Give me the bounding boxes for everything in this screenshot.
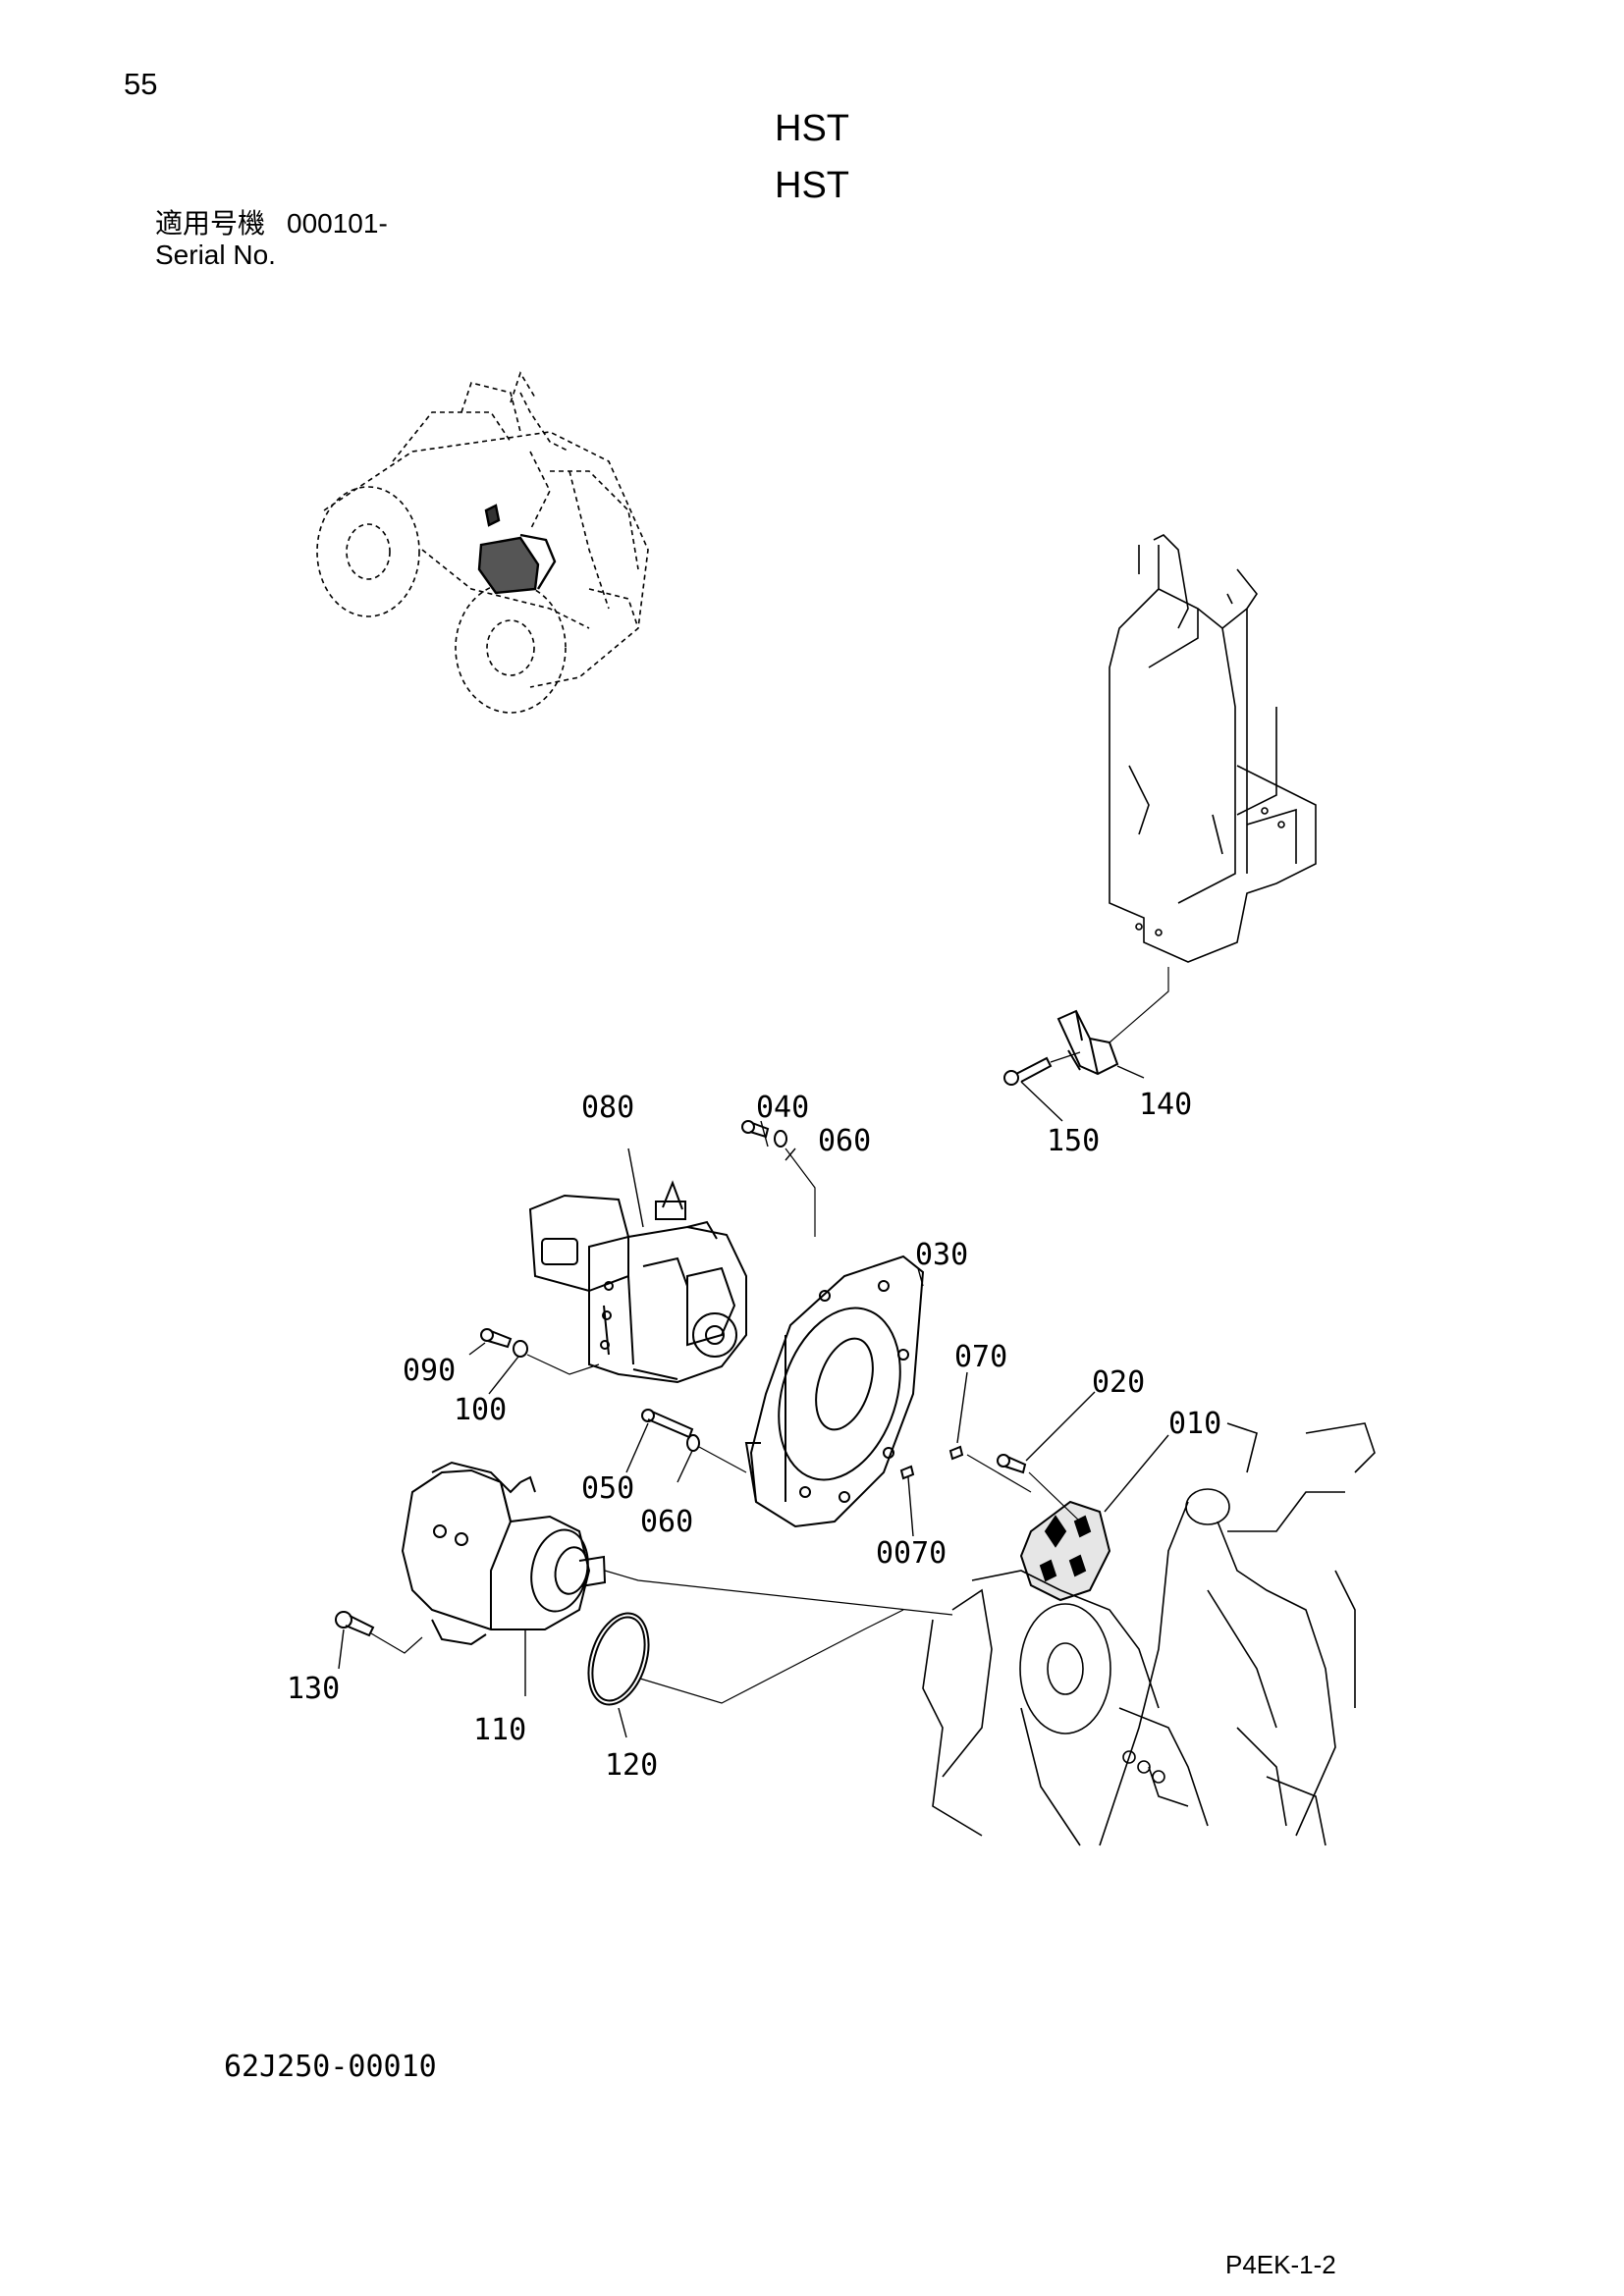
callout-100: 100 [454, 1393, 507, 1427]
serial-label-jp: 適用号機 000101- [155, 202, 388, 241]
callout-050: 050 [581, 1471, 634, 1506]
serial-label-en: Serial No. [155, 240, 276, 270]
part-0070-pin [899, 1465, 915, 1480]
page-title: HST [775, 108, 849, 149]
callout-060-top: 060 [818, 1124, 871, 1158]
part-040-bolt [741, 1120, 770, 1139]
part-120-oring [587, 1612, 650, 1706]
callout-leaders [338, 1065, 1169, 1738]
callout-120: 120 [605, 1748, 658, 1783]
tractor-locator-illustration [316, 371, 649, 714]
part-090-bolt [480, 1328, 513, 1349]
callout-150: 150 [1047, 1124, 1100, 1158]
callout-030: 030 [915, 1238, 968, 1272]
callout-110: 110 [473, 1713, 526, 1747]
part-080-hst-pump [528, 1180, 747, 1384]
page-subtitle: HST [775, 165, 849, 206]
part-010-coupling [1019, 1500, 1111, 1602]
callout-130: 130 [287, 1672, 340, 1706]
part-140-sensor [1056, 1009, 1119, 1076]
callout-labels: 080 040 060 140 150 030 070 020 010 090 … [287, 1088, 1221, 1783]
callout-070: 070 [954, 1340, 1007, 1374]
assembly-lines [370, 1570, 953, 1704]
callout-0070: 0070 [876, 1536, 947, 1571]
part-060-washer-top [774, 1130, 787, 1148]
serial-label-jp-text: 適用号機 [155, 208, 266, 239]
tractor-highlight-pump [477, 504, 557, 595]
part-060-washer-bottom [686, 1434, 700, 1452]
part-130-bolt [335, 1611, 375, 1637]
part-070-pin [948, 1445, 964, 1461]
part-030-plate [744, 1255, 925, 1528]
part-150-bolt [1003, 1056, 1053, 1086]
engine-outline [922, 1422, 1376, 1846]
callout-090: 090 [403, 1354, 456, 1388]
frame-bracket [1109, 534, 1317, 963]
part-050-bolt [641, 1409, 694, 1439]
callout-010: 010 [1168, 1407, 1221, 1441]
callout-140: 140 [1139, 1088, 1192, 1122]
callout-040: 040 [756, 1091, 809, 1125]
serial-number: 000101- [287, 208, 388, 239]
document-number: 62J250-00010 [224, 2050, 437, 2084]
part-100-washer [513, 1340, 528, 1358]
callout-080: 080 [581, 1091, 634, 1125]
page-code: P4EK-1-2 [1225, 2250, 1336, 2279]
part-020-bolt [997, 1454, 1027, 1474]
callout-020: 020 [1092, 1365, 1145, 1400]
page-number: 55 [124, 67, 158, 101]
callout-060-bottom: 060 [640, 1505, 693, 1539]
part-110-motor [401, 1461, 607, 1646]
